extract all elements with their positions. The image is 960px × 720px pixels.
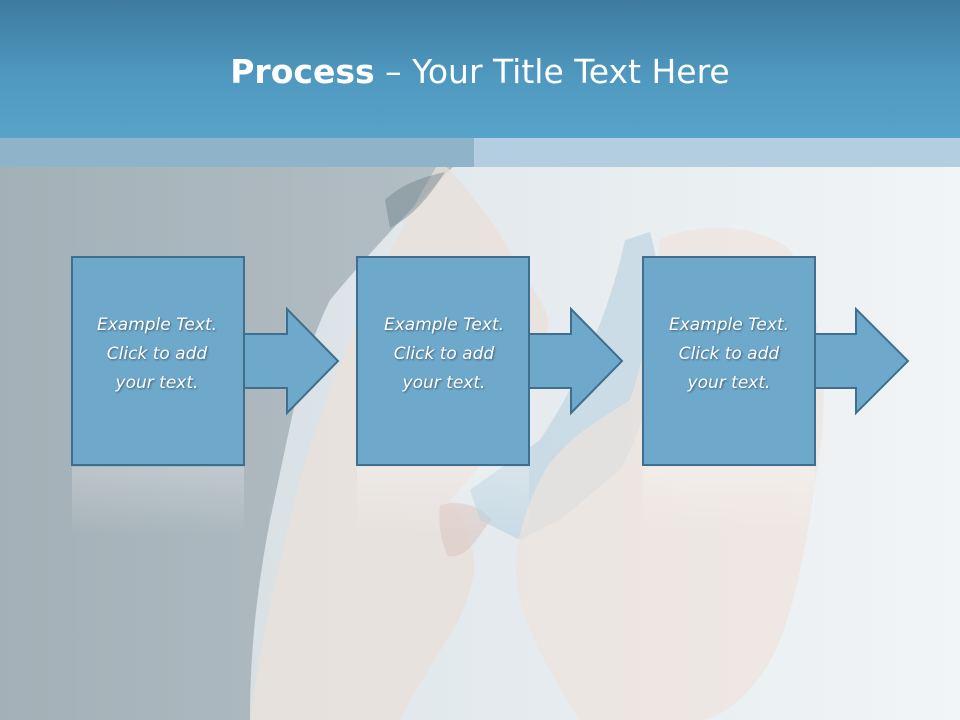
step-2-line-2: Click to add [393, 344, 495, 364]
slide-title[interactable]: Process – Your Title Text Here [0, 50, 960, 94]
step-3-box [642, 256, 816, 466]
step-3-line-2: Click to add [678, 344, 780, 364]
step-2-line-3: your text. [402, 373, 486, 393]
step-1-reflection [72, 467, 244, 535]
process-step-2[interactable] [356, 256, 624, 535]
step-2-box [356, 256, 530, 466]
step-3-line-1: Example Text. [668, 315, 790, 335]
step-1-line-2: Click to add [106, 344, 208, 364]
eyelash-shape [385, 172, 445, 228]
process-step-1[interactable] [71, 256, 340, 535]
header-strip-left [0, 138, 474, 167]
step-2-arrow [522, 306, 624, 416]
step-1-box [71, 256, 245, 466]
step-2-label[interactable]: Example Text. Click to add your text. [359, 311, 529, 398]
title-bar: Process – Your Title Text Here [0, 0, 960, 138]
step-3-line-3: your text. [687, 373, 771, 393]
step-3-reflection [643, 467, 815, 535]
step-2-reflection [357, 467, 529, 535]
process-step-3[interactable] [642, 256, 910, 535]
step-1-arrow [237, 306, 340, 416]
title-rest-text: – Your Title Text Here [374, 52, 730, 91]
step-3-arrow [808, 306, 910, 416]
step-2-line-1: Example Text. [383, 315, 505, 335]
step-3-label[interactable]: Example Text. Click to add your text. [644, 311, 814, 398]
step-1-line-3: your text. [115, 373, 199, 393]
title-bold-text: Process [230, 52, 375, 91]
header-strip-right [474, 138, 960, 167]
step-1-label[interactable]: Example Text. Click to add your text. [72, 311, 242, 398]
step-1-line-1: Example Text. [96, 315, 218, 335]
